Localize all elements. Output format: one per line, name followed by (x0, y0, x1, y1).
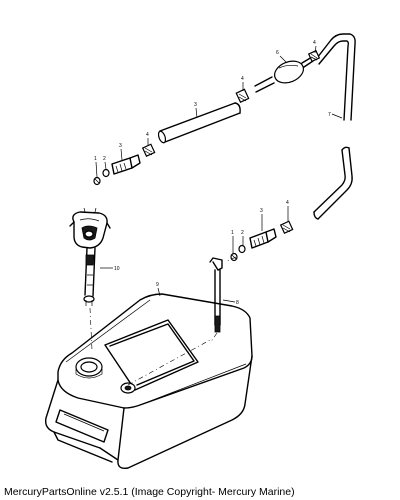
connector-lower (249, 228, 277, 249)
callout-hose-long: 7 (328, 112, 331, 118)
clamp-upper (93, 168, 110, 186)
callout-clamp-a: 1 (94, 156, 97, 162)
callout-fuel-gauge: 10 (114, 266, 120, 272)
callout-connector-upper: 3 (119, 143, 122, 149)
fuel-tank (44, 287, 253, 470)
nut-right (279, 220, 294, 235)
nut-upper (235, 88, 250, 104)
copyright-caption: MercuryPartsOnline v2.5.1 (Image Copyrig… (4, 486, 295, 498)
callout-nut-right: 4 (286, 200, 289, 206)
fuel-hose-long (313, 33, 356, 220)
callout-leaders (95, 45, 343, 253)
callout-connector-lower: 3 (260, 208, 263, 214)
nut-top (307, 49, 321, 63)
callout-nut-upper: 4 (241, 76, 244, 82)
fuel-gauge (69, 207, 113, 306)
callout-nut-top: 4 (313, 40, 316, 46)
callout-clamp-b: 2 (103, 156, 106, 162)
fuel-hose-short (157, 102, 241, 144)
nut-mid (141, 143, 156, 158)
connector-upper (111, 154, 141, 175)
pickup-tube (209, 257, 236, 333)
callout-primer-bulb: 6 (276, 50, 279, 56)
callout-clamp-c: 2 (241, 230, 244, 236)
callout-tank: 9 (156, 282, 159, 288)
primer-bulb (254, 56, 314, 93)
callout-pickup-tube: 8 (236, 300, 239, 306)
callout-clamp-d: 1 (231, 230, 234, 236)
clamp-lower (230, 244, 246, 262)
callout-hose-short: 3 (194, 102, 197, 108)
callout-nut-mid: 4 (146, 132, 149, 138)
